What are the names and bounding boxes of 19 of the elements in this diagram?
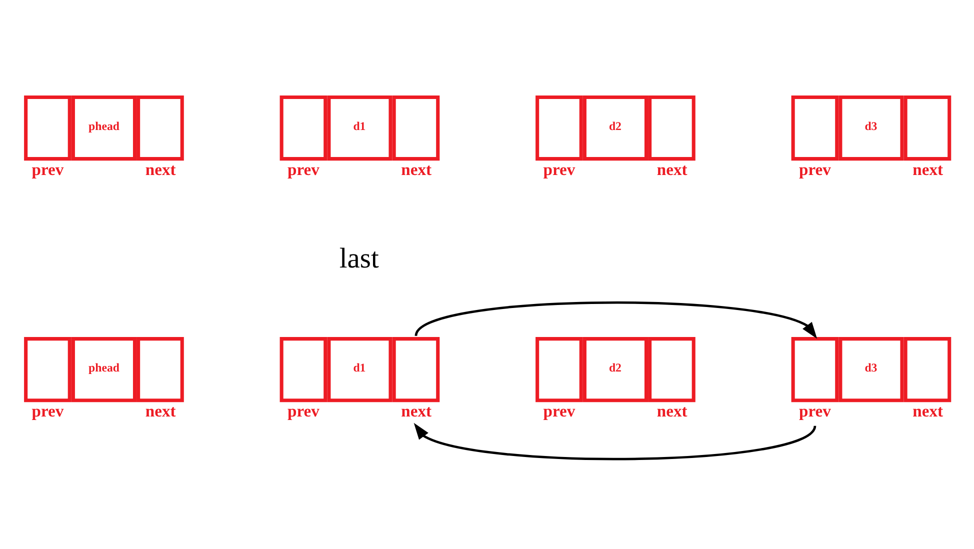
- node-label: prev: [543, 160, 576, 179]
- arrow: [415, 301, 818, 338]
- node-label: next: [401, 160, 432, 179]
- node-label: prev: [798, 401, 831, 420]
- node-label: prev: [287, 401, 320, 420]
- node-label: next: [145, 160, 176, 179]
- label: last: [339, 242, 379, 274]
- node-label: next: [656, 160, 688, 179]
- node-label: prev: [543, 401, 576, 420]
- node-label: prev: [798, 160, 831, 179]
- node-label: prev: [32, 401, 64, 420]
- node-label: next: [656, 401, 688, 420]
- arrow: [414, 422, 816, 460]
- node-label: prev: [32, 160, 64, 179]
- node-label: next: [912, 160, 944, 179]
- node-label: next: [145, 401, 176, 420]
- node-label: next: [912, 401, 944, 420]
- node-label: prev: [287, 160, 320, 179]
- node-label: next: [401, 401, 432, 420]
